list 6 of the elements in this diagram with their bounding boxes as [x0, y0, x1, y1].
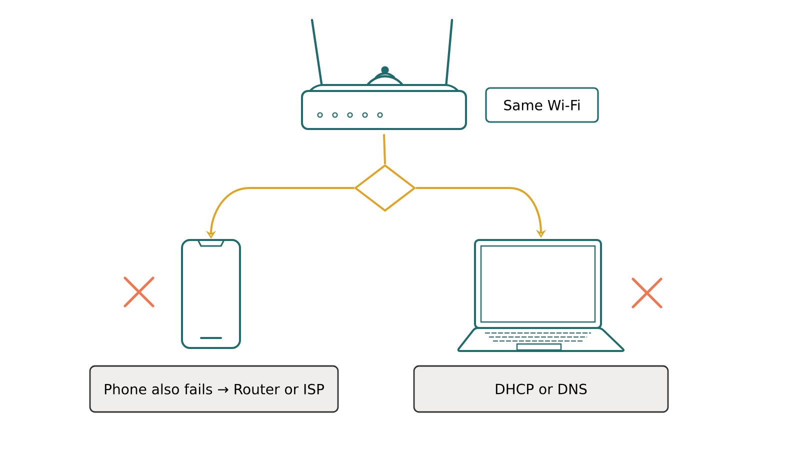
router-drawing	[301, 18, 467, 130]
result-box: DHCP or DNS	[413, 365, 669, 413]
phone-drawing	[181, 239, 241, 349]
laptop-drawing	[457, 239, 625, 352]
label-box: Same Wi-Fi	[485, 87, 599, 123]
result-box: Phone also fails → Router or ISP	[89, 365, 339, 413]
